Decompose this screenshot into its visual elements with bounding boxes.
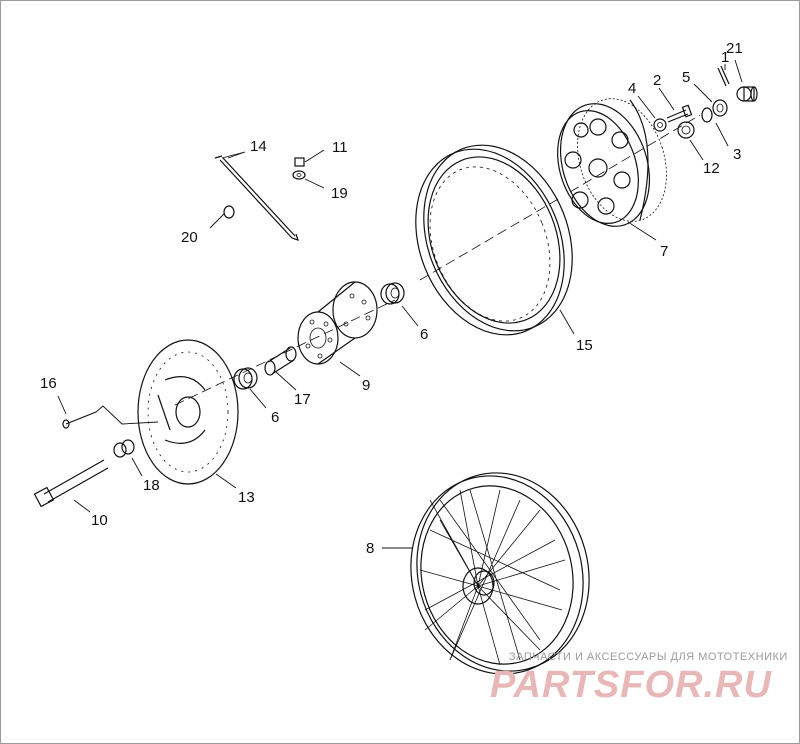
part-9-hub xyxy=(297,281,378,365)
callout-labels: 1 2 3 4 5 6 6 7 8 9 10 11 12 13 14 15 16… xyxy=(40,40,743,557)
callout-14: 14 xyxy=(250,138,267,155)
part-15-rim xyxy=(415,144,573,336)
callout-4: 4 xyxy=(628,80,636,97)
part-8-wheel-assembly xyxy=(410,472,590,675)
callout-18: 18 xyxy=(143,477,160,494)
part-17-spacer-tube xyxy=(264,346,297,376)
part-11-valve-cap xyxy=(294,157,305,167)
part-18-spacer xyxy=(113,439,135,458)
part-3-washer xyxy=(701,107,713,123)
callout-17: 17 xyxy=(294,391,311,408)
part-4-spacer xyxy=(653,118,667,132)
part-21-cap xyxy=(736,86,758,102)
callout-15: 15 xyxy=(576,337,593,354)
part-19-valve-nut xyxy=(292,170,306,180)
part-20-nipple xyxy=(223,205,235,219)
part-7-sprocket xyxy=(557,98,667,227)
part-2-bolt xyxy=(666,104,693,123)
part-16-disc-bolt xyxy=(62,411,97,429)
callout-10: 10 xyxy=(91,512,108,529)
callout-8: 8 xyxy=(366,540,374,557)
callout-11: 11 xyxy=(332,139,348,156)
callout-12: 12 xyxy=(703,160,720,177)
callout-20: 20 xyxy=(181,229,198,246)
part-1-cotter-pin xyxy=(717,65,730,87)
callout-5: 5 xyxy=(682,69,690,86)
callout-19: 19 xyxy=(331,185,348,202)
part-14-spoke xyxy=(214,155,299,241)
callout-21: 21 xyxy=(726,40,743,57)
callout-3: 3 xyxy=(733,146,741,163)
callout-6-upper: 6 xyxy=(420,326,428,343)
callout-16: 16 xyxy=(40,375,57,392)
part-6-bearing-lower xyxy=(233,367,258,390)
part-13-brake-disc xyxy=(137,339,239,485)
watermark: ЗАПЧАСТИ И АКСЕССУАРЫ ДЛЯ МОТОТЕХНИКИ PA… xyxy=(490,651,788,706)
part-5-axle-nut xyxy=(712,99,728,117)
watermark-logo: PARTSFOR.RU xyxy=(490,664,772,706)
callout-9: 9 xyxy=(362,377,370,394)
watermark-tagline: ЗАПЧАСТИ И АКСЕССУАРЫ ДЛЯ МОТОТЕХНИКИ xyxy=(509,651,788,663)
callout-6-lower: 6 xyxy=(271,409,279,426)
part-6-bearing-upper xyxy=(380,282,405,305)
axle-center-line xyxy=(174,114,701,406)
part-12-bearing xyxy=(677,121,695,139)
part-10-axle xyxy=(33,459,109,508)
callout-13: 13 xyxy=(238,489,255,506)
callout-2: 2 xyxy=(653,72,661,89)
callout-7: 7 xyxy=(660,243,668,260)
callout-1: 1 xyxy=(721,49,729,66)
leader-lines xyxy=(57,59,743,549)
